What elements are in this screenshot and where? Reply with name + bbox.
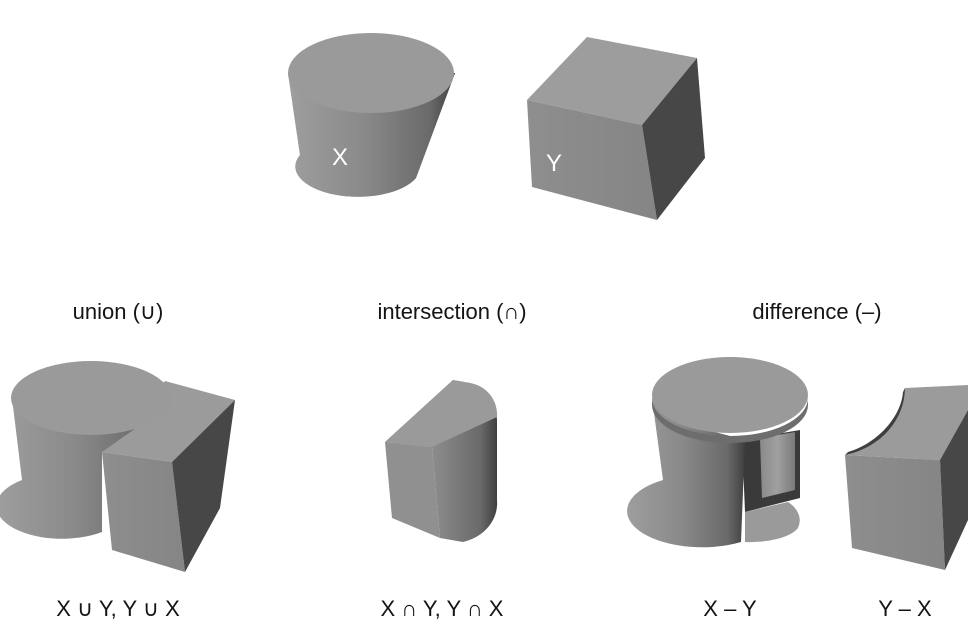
cube-y-label: Y bbox=[546, 150, 563, 177]
x-minus-y-caption: X – Y bbox=[703, 596, 757, 621]
difference-heading: difference (–) bbox=[752, 299, 882, 324]
cube-y-shape bbox=[527, 37, 705, 220]
union-result-shape bbox=[0, 361, 235, 572]
cylinder-x-shape bbox=[288, 33, 455, 197]
x-minus-y-shape bbox=[627, 357, 808, 548]
union-result-caption: X ∪ Y, Y ∪ X bbox=[56, 596, 180, 621]
intersection-heading: intersection (∩) bbox=[377, 299, 527, 324]
y-minus-x-caption: Y – X bbox=[878, 596, 932, 621]
intersection-result-caption: X ∩ Y, Y ∩ X bbox=[380, 596, 504, 621]
cylinder-x-label: X bbox=[332, 144, 349, 171]
union-heading: union (∪) bbox=[72, 299, 164, 324]
y-minus-x-shape bbox=[845, 385, 968, 570]
intersection-result-shape bbox=[385, 380, 498, 542]
